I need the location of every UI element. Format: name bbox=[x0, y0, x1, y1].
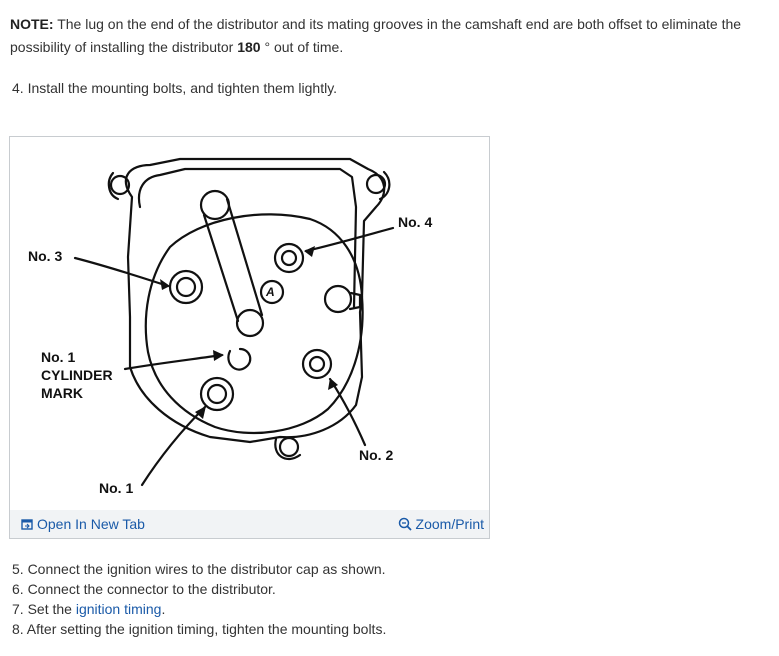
terminal-no3 bbox=[168, 269, 204, 305]
ignition-timing-link[interactable]: ignition timing bbox=[75, 601, 162, 617]
leader-no1 bbox=[140, 405, 207, 487]
leader-no4 bbox=[304, 226, 395, 253]
distributor-figure: No. 3 No. 4 No. 1 CYLINDER MARK No. 2 No… bbox=[9, 136, 490, 539]
label-no1-cyl-line1: No. 1 bbox=[41, 349, 76, 365]
note-label: NOTE: bbox=[10, 16, 54, 32]
mark-a-circle bbox=[259, 279, 285, 305]
step-7-suffix: . bbox=[161, 601, 166, 617]
terminal-right bbox=[323, 284, 353, 314]
figure-toolbar: Open In New Tab Zoom/Print bbox=[10, 510, 489, 538]
mount-ear-right bbox=[365, 173, 387, 195]
label-no2: No. 2 bbox=[359, 447, 394, 463]
terminal-no1 bbox=[199, 376, 235, 412]
leader-cyl bbox=[123, 353, 224, 371]
rotor-tip bbox=[199, 189, 231, 221]
label-no1-cyl-line2: CYLINDER bbox=[41, 367, 113, 383]
terminal-no2 bbox=[301, 348, 333, 380]
step-7: 7. Set the ignition timing. bbox=[12, 599, 386, 619]
step-8: 8. After setting the ignition timing, ti… bbox=[12, 621, 387, 637]
bottom-lug bbox=[278, 436, 300, 458]
mount-ear-left bbox=[109, 174, 131, 196]
zoom-print-link[interactable]: Zoom/Print bbox=[398, 516, 484, 532]
step-5: 5. Connect the ignition wires to the dis… bbox=[12, 561, 386, 577]
open-tab-icon bbox=[21, 519, 33, 530]
note-paragraph: NOTE: The lug on the end of the distribu… bbox=[10, 13, 772, 59]
label-no4: No. 4 bbox=[398, 214, 433, 230]
steps-list: 5. Connect the ignition wires to the dis… bbox=[12, 559, 386, 639]
step-4: 4. Install the mounting bolts, and tight… bbox=[12, 80, 338, 96]
zoom-icon bbox=[398, 517, 412, 531]
housing-outline bbox=[124, 157, 386, 444]
note-text-b: ° out of time. bbox=[260, 39, 344, 55]
distributor-cap-diagram bbox=[73, 157, 395, 487]
cap-body bbox=[144, 213, 364, 435]
step-6: 6. Connect the connector to the distribu… bbox=[12, 581, 276, 597]
step-7-prefix: 7. Set the bbox=[12, 601, 76, 617]
cylinder-mark bbox=[227, 347, 252, 371]
terminal-no4 bbox=[273, 242, 305, 274]
open-new-tab-label: Open In New Tab bbox=[37, 516, 145, 532]
label-mark-a: A bbox=[266, 285, 275, 299]
housing-inner bbox=[137, 167, 358, 309]
zoom-print-label: Zoom/Print bbox=[415, 516, 484, 532]
label-no1: No. 1 bbox=[99, 480, 134, 496]
leader-no3 bbox=[73, 256, 170, 288]
note-degrees: 180 bbox=[237, 39, 261, 55]
note-text-a: The lug on the end of the distributor an… bbox=[10, 16, 742, 55]
label-no1-cyl-line3: MARK bbox=[41, 385, 83, 401]
open-new-tab-link[interactable]: Open In New Tab bbox=[21, 516, 145, 532]
rotor-center bbox=[235, 308, 265, 338]
label-no3: No. 3 bbox=[28, 248, 63, 264]
